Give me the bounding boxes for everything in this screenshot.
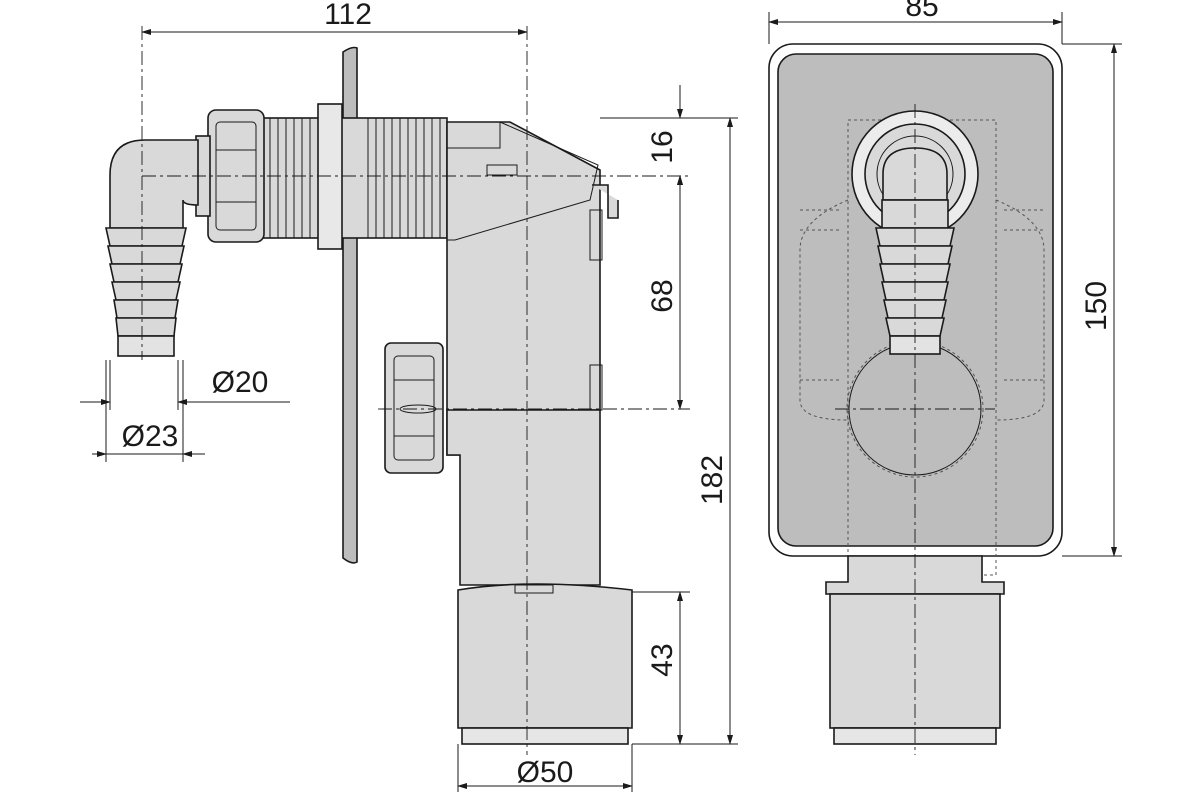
hose-elbow bbox=[109, 139, 199, 229]
dim-label-150: 150 bbox=[1080, 281, 1113, 331]
siphon-body bbox=[446, 121, 601, 456]
dim-label-16: 16 bbox=[646, 130, 679, 163]
front-view: 85 150 bbox=[768, 0, 1122, 755]
dim-label-68: 68 bbox=[646, 279, 679, 312]
threaded-tube bbox=[261, 103, 448, 250]
side-view: 112 16 68 182 43 Ø20 Ø23 Ø50 bbox=[80, 0, 738, 792]
dim-label-43: 43 bbox=[646, 643, 679, 676]
dim-label-112: 112 bbox=[324, 0, 372, 31]
dim-label-182: 182 bbox=[696, 455, 729, 505]
dim-label-85: 85 bbox=[905, 0, 938, 23]
union-nut-side bbox=[384, 342, 444, 474]
hose-barb bbox=[105, 227, 187, 357]
dim-label-d23: Ø23 bbox=[122, 420, 179, 453]
dim-label-d20: Ø20 bbox=[212, 366, 269, 399]
outlet-pipe bbox=[457, 583, 633, 745]
dim-label-d50: Ø50 bbox=[517, 756, 574, 789]
extension-lines-side bbox=[105, 117, 738, 792]
